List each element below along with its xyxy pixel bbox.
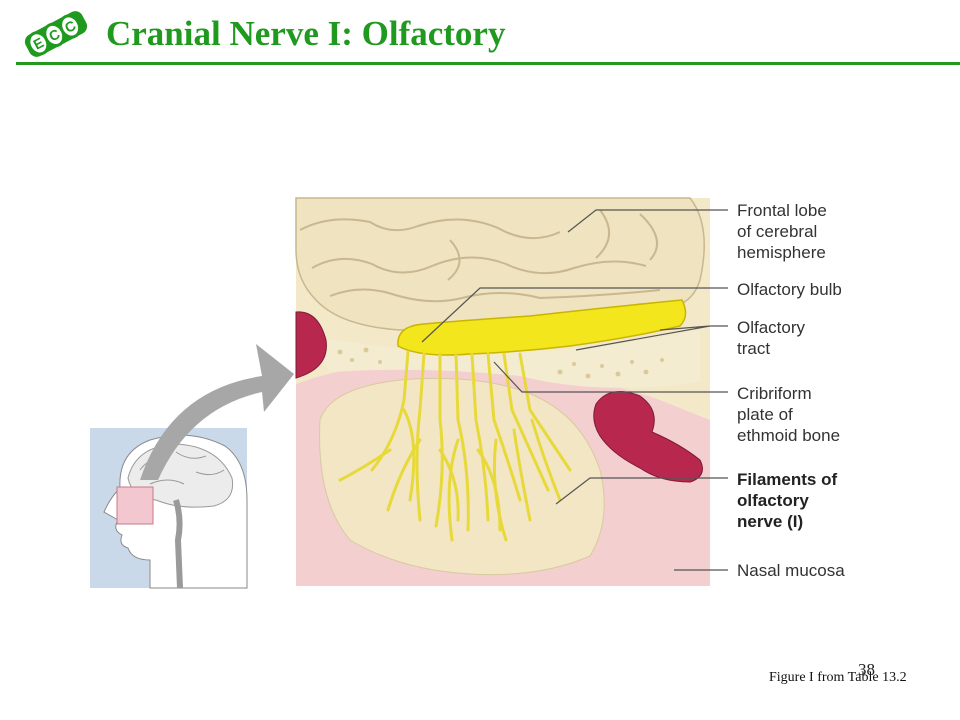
label-line: nerve (I) — [737, 512, 804, 531]
slide-title: Cranial Nerve I: Olfactory — [106, 14, 506, 53]
label-line: Olfactory — [737, 318, 806, 337]
label-line: Frontal lobe — [737, 201, 827, 220]
label-olfactory-tract: Olfactory tract — [737, 317, 805, 359]
label-line: hemisphere — [737, 243, 826, 262]
label-line: Olfactory bulb — [737, 280, 842, 299]
label-line: olfactory — [737, 491, 809, 510]
ecc-logo: E C C — [24, 11, 88, 57]
label-line: Cribriform — [737, 384, 812, 403]
page-number: 38 — [858, 660, 875, 679]
label-line: ethmoid bone — [737, 426, 841, 445]
leader-lines — [421, 209, 728, 571]
label-line: Nasal mucosa — [737, 561, 845, 580]
label-line: Filaments of — [737, 470, 838, 489]
label-frontal-lobe: Frontal lobe of cerebral hemisphere — [737, 200, 827, 263]
label-filaments: Filaments of olfactory nerve (I) — [737, 469, 837, 532]
anatomy-panel — [295, 197, 710, 586]
label-line: of cerebral — [737, 222, 818, 241]
label-line: plate of — [737, 405, 793, 424]
label-olfactory-bulb: Olfactory bulb — [737, 279, 842, 300]
label-line: tract — [737, 339, 771, 358]
zoom-arrow — [140, 344, 294, 480]
label-cribriform-plate: Cribriform plate of ethmoid bone — [737, 383, 840, 446]
figure-caption: Figure I from Table 13.2 — [769, 670, 907, 685]
title-divider — [16, 62, 960, 65]
label-nasal-mucosa: Nasal mucosa — [737, 560, 845, 581]
